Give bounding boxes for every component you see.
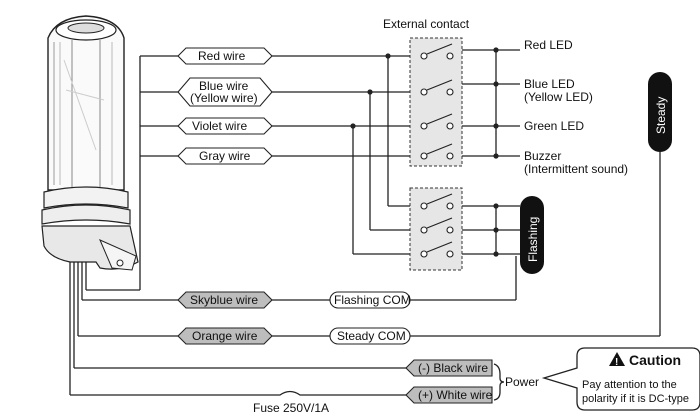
svg-text:(-) Black wire: (-) Black wire xyxy=(418,361,488,375)
flashing-mode-badge: Flashing xyxy=(520,196,544,274)
external-contact-title: External contact xyxy=(383,17,470,31)
caution-title: Caution xyxy=(629,352,681,368)
steady-mode-badge: Steady xyxy=(648,72,672,152)
output-blue-led: Blue LED xyxy=(524,77,575,91)
switch-red xyxy=(420,43,454,60)
svg-text:Blue wire: Blue wire xyxy=(199,79,249,93)
svg-text:Skyblue wire: Skyblue wire xyxy=(190,293,258,307)
fuse-label: Fuse 250V/1A xyxy=(253,401,329,415)
svg-text:Steady COM: Steady COM xyxy=(337,329,406,343)
svg-text:(Yellow wire): (Yellow wire) xyxy=(190,91,258,105)
output-green-led: Green LED xyxy=(524,119,584,133)
signal-tower-illustration xyxy=(41,15,139,271)
wire-tag-orange: Orange wire xyxy=(177,327,273,345)
warning-icon: ! xyxy=(609,352,625,368)
caution-line1: Pay attention to the xyxy=(582,379,677,391)
steady-com-label: Steady COM xyxy=(329,327,411,345)
output-buzzer-alt: (Intermittent sound) xyxy=(524,162,628,176)
svg-text:Gray wire: Gray wire xyxy=(199,149,251,163)
flashing-com-label: Flashing COM xyxy=(329,291,411,309)
switch-blue xyxy=(420,79,454,96)
wire-tag-blue: Blue wire (Yellow wire) xyxy=(177,77,273,107)
power-label: Power xyxy=(505,375,539,389)
external-contact-steady-box xyxy=(409,37,463,167)
wire-tag-white: (+) White wire xyxy=(405,386,493,404)
output-red-led: Red LED xyxy=(524,38,573,52)
wire-tag-black: (-) Black wire xyxy=(405,359,493,377)
svg-text:Flashing COM: Flashing COM xyxy=(334,293,411,307)
switch-violet xyxy=(420,113,454,130)
svg-text:(+) White wire: (+) White wire xyxy=(418,388,493,402)
caution-callout: ! Caution Pay attention to the polarity … xyxy=(541,347,700,411)
svg-text:Steady: Steady xyxy=(654,97,668,134)
wire-tag-red: Red wire xyxy=(177,47,273,65)
switch-gray xyxy=(420,143,454,160)
wire-tag-violet: Violet wire xyxy=(177,117,273,135)
cable-bundle xyxy=(69,56,141,395)
output-blue-led-alt: (Yellow LED) xyxy=(524,90,593,104)
svg-text:Red wire: Red wire xyxy=(198,49,246,63)
wire-tag-skyblue: Skyblue wire xyxy=(177,291,273,309)
svg-text:!: ! xyxy=(615,357,618,368)
output-buzzer: Buzzer xyxy=(524,149,561,163)
caution-line2: polarity if it is DC-type xyxy=(582,393,689,405)
external-contact-flashing-box xyxy=(409,187,463,271)
svg-text:Violet wire: Violet wire xyxy=(192,119,247,133)
wire-tag-gray: Gray wire xyxy=(177,147,273,165)
power-brace: Power xyxy=(493,363,539,401)
svg-text:Orange wire: Orange wire xyxy=(192,329,258,343)
svg-text:Flashing: Flashing xyxy=(526,217,540,262)
